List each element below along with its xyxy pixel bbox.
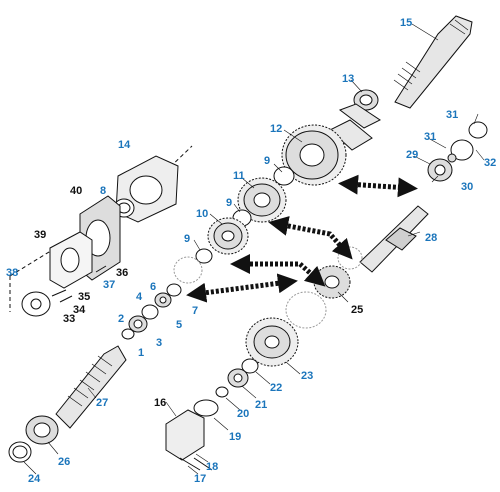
part-label: 17 [194,473,206,485]
part-label: 10 [196,208,208,220]
snap-ring [8,441,32,463]
idler-washer-small [215,386,229,398]
part-label: 36 [116,267,128,279]
part-label: 18 [206,461,218,473]
part-label: 15 [400,17,412,29]
needle-bearing [353,89,379,111]
part-label: 35 [78,291,90,303]
part-label: 28 [425,232,437,244]
part-label: 13 [342,73,354,85]
o-ring [193,399,219,417]
part-label: 19 [229,431,241,443]
part-label: 11 [233,170,245,182]
idler-bearing [227,368,249,388]
part-label: 9 [264,155,270,167]
part-label: 22 [270,382,282,394]
part-label: 2 [118,313,124,325]
output-shaft [393,15,473,109]
part-label: 21 [255,399,267,411]
part-label: 16 [154,397,166,409]
gear-10 [207,217,249,255]
cluster-gear [313,265,351,299]
part-label: 23 [301,370,313,382]
thrust-washer [273,166,295,186]
part-label: 24 [28,473,41,485]
part-label: 14 [118,139,131,151]
reverse-idler-gear [245,317,299,367]
part-label: 25 [351,304,363,316]
bearing-stack [121,283,182,340]
part-label: 9 [226,197,232,209]
part-labels: 1 2 3 4 5 6 7 8 9 9 9 10 11 12 13 14 15 … [6,17,496,485]
part-label: 40 [70,185,82,197]
countershaft-bearing [427,158,453,182]
part-label: 8 [100,185,106,197]
input-shaft [55,345,127,429]
leader-lines [23,23,485,475]
input-bearing [25,415,59,445]
retainer-screws [51,265,107,303]
part-label: 39 [34,229,46,241]
part-label: 27 [96,397,108,409]
motion-arrows [186,174,418,303]
shim-washer [21,291,51,317]
part-label: 26 [58,456,70,468]
part-label: 3 [156,337,162,349]
gear-12 [281,124,347,186]
countershaft [359,205,429,273]
part-label: 34 [73,304,86,316]
part-label: 9 [184,233,190,245]
part-label: 37 [103,279,115,291]
part-label: 12 [270,123,282,135]
part-label: 38 [6,267,18,279]
gasket-plate [49,231,93,289]
ghost-gear-upper [173,256,203,284]
thrust-washer [195,248,213,264]
part-label: 6 [150,281,156,293]
part-label: 4 [136,291,143,303]
mainshaft-spline [329,103,381,151]
idler-shaft-bracket [165,409,213,471]
part-label: 32 [484,157,496,169]
idler-washer [241,358,259,374]
part-label: 7 [192,305,198,317]
part-label: 5 [176,319,182,331]
part-label: 20 [237,408,249,420]
countershaft-washers [447,121,488,163]
part-label: 30 [461,181,473,193]
gear-11 [237,177,287,223]
part-label: 31 [446,109,458,121]
part-label: 29 [406,149,418,161]
part-label: 31 [424,131,436,143]
part-label: 1 [138,347,144,359]
part-label: 33 [63,313,75,325]
